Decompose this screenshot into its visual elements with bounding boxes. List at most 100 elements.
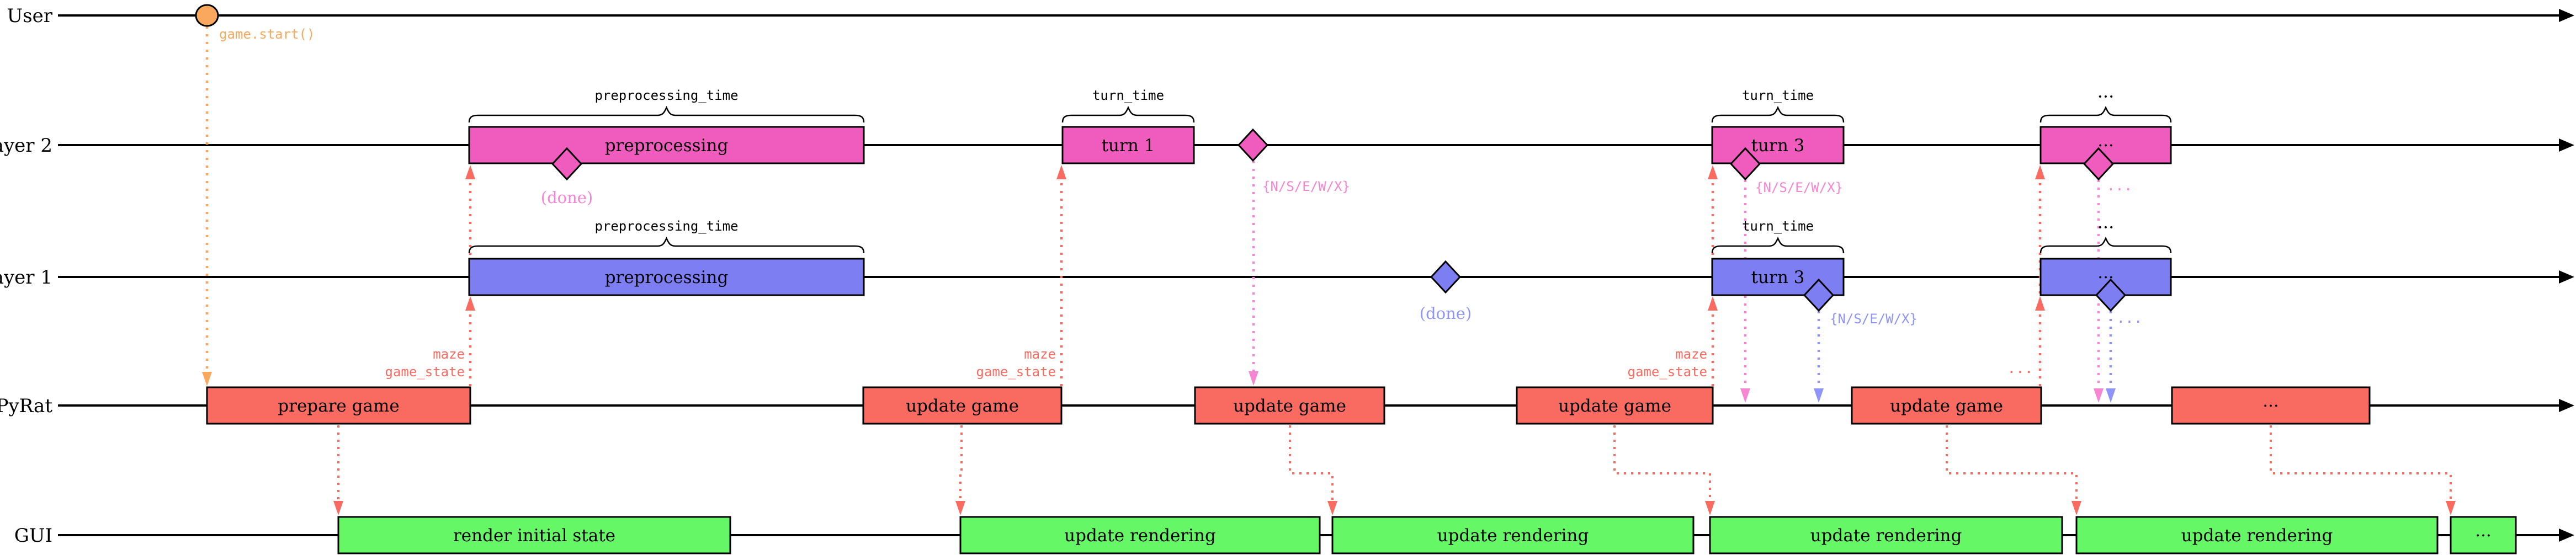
time-brace-icon [2039, 105, 2172, 123]
lifeline-arrowhead-icon [2559, 138, 2574, 152]
lane-label-pyrat: PyRat [0, 395, 52, 417]
arrowhead-icon [2106, 388, 2116, 403]
brace-label: ··· [2097, 217, 2115, 238]
time-brace-icon [468, 236, 865, 254]
activation-box-gui [959, 516, 1321, 554]
arrowhead-icon [2094, 388, 2104, 403]
activation-box-label: update rendering [2181, 526, 2333, 546]
lane-label-player2: Player 2 [0, 135, 52, 157]
arrowhead-icon [1708, 296, 1718, 311]
activation-box-label: preprocessing [605, 136, 729, 156]
arrowhead-icon [1705, 501, 1715, 515]
lane-label-gui: GUI [14, 525, 52, 547]
activation-box-pyrat [1194, 386, 1385, 425]
brace-label: turn_time [1092, 88, 1164, 103]
render-call-arrow [1946, 425, 2078, 502]
lifeline-arrowhead-icon [2559, 529, 2574, 542]
arrowhead-icon [2072, 501, 2081, 515]
event-diamond-icon [1430, 260, 1462, 294]
message-label: (done) [1420, 304, 1472, 323]
arrowhead-icon [2035, 296, 2045, 311]
activation-box-pyrat [206, 386, 471, 425]
activation-box-gui [2450, 516, 2517, 554]
activation-box-label: turn 3 [1751, 268, 1805, 287]
activation-box-gui [1709, 516, 2063, 554]
arrowhead-icon [1814, 388, 1824, 403]
lane-label-player1: Player 1 [0, 266, 52, 289]
arrowhead-icon [202, 372, 212, 386]
activation-box-label: turn 1 [1102, 136, 1155, 156]
activation-box-label: ··· [2475, 526, 2492, 546]
activation-box-label: update rendering [1064, 526, 1216, 546]
message-label: maze [433, 346, 465, 362]
message-label: game.start() [219, 26, 315, 42]
render-call-arrow [1613, 425, 1711, 502]
message-label: maze [1024, 346, 1056, 362]
message-label: ··· [2007, 364, 2033, 381]
arrowhead-icon [2035, 165, 2045, 179]
render-call-arrow [1289, 425, 1334, 502]
arrowhead-icon [1327, 501, 1337, 515]
time-brace-icon [1061, 105, 1195, 123]
brace-label: preprocessing_time [594, 218, 738, 234]
activation-box-label: update game [1558, 396, 1671, 416]
message-label: maze [1675, 346, 1707, 362]
time-brace-icon [1711, 105, 1845, 123]
brace-label: turn_time [1742, 88, 1814, 103]
activation-box-label: turn 3 [1751, 136, 1805, 156]
message-label: {N/S/E/W/X} [1755, 180, 1843, 195]
activation-box-label: update rendering [1810, 526, 1962, 546]
activation-box-label: update game [906, 396, 1019, 416]
message-label: ··· [2107, 182, 2133, 198]
activation-box-pyrat [2171, 386, 2371, 425]
brace-label: turn_time [1742, 218, 1814, 234]
message-label: game_state [976, 364, 1056, 380]
activation-box-player2 [468, 126, 865, 164]
message-label: (done) [541, 188, 593, 207]
time-brace-icon [468, 105, 865, 123]
event-diamond-icon [1729, 147, 1761, 181]
lifeline-arrowhead-icon [2559, 399, 2574, 412]
time-brace-icon [2039, 236, 2172, 254]
message-label: game_state [1628, 364, 1708, 380]
brace-label: preprocessing_time [594, 88, 738, 103]
render-call-arrow [959, 425, 963, 502]
activation-box-gui [1331, 516, 1695, 554]
message-label: ··· [2117, 314, 2143, 330]
event-diamond-icon [2083, 147, 2115, 181]
event-diamond-icon [1803, 278, 1835, 312]
activation-box-gui [337, 516, 731, 554]
render-call-arrow [2270, 425, 2452, 502]
lane-label-user: User [7, 5, 53, 27]
lifeline-arrowhead-icon [2559, 270, 2574, 284]
activation-box-label: preprocessing [605, 268, 729, 287]
arrowhead-icon [465, 296, 475, 311]
lifeline-arrowhead-icon [2559, 9, 2574, 22]
message-label: {N/S/E/W/X} [1262, 179, 1350, 194]
activation-box-label: update game [1890, 396, 2003, 416]
message-label: {N/S/E/W/X} [1830, 311, 1918, 327]
start-event-icon [195, 4, 219, 27]
arrowhead-icon [333, 501, 343, 515]
activation-box-label: prepare game [278, 396, 399, 416]
event-diamond-icon [1237, 128, 1269, 162]
event-diamond-icon [2095, 278, 2127, 312]
activation-box-pyrat [1851, 386, 2042, 425]
activation-box-pyrat [1516, 386, 1714, 425]
arrowhead-icon [1056, 165, 1066, 179]
activation-box-label: update rendering [1437, 526, 1589, 546]
activation-box-label: update game [1233, 396, 1346, 416]
activation-box-gui [2075, 516, 2439, 554]
activation-box-label: render initial state [453, 526, 615, 546]
arrowhead-icon [955, 501, 965, 515]
event-diamond-icon [551, 147, 583, 181]
activation-box-player2 [1711, 126, 1845, 164]
arrowhead-icon [1740, 388, 1750, 403]
time-brace-icon [1711, 236, 1845, 254]
activation-box-player1 [468, 258, 865, 296]
message-label: game_state [385, 364, 465, 380]
brace-label: ··· [2097, 86, 2115, 107]
activation-box-player2 [1061, 126, 1195, 164]
